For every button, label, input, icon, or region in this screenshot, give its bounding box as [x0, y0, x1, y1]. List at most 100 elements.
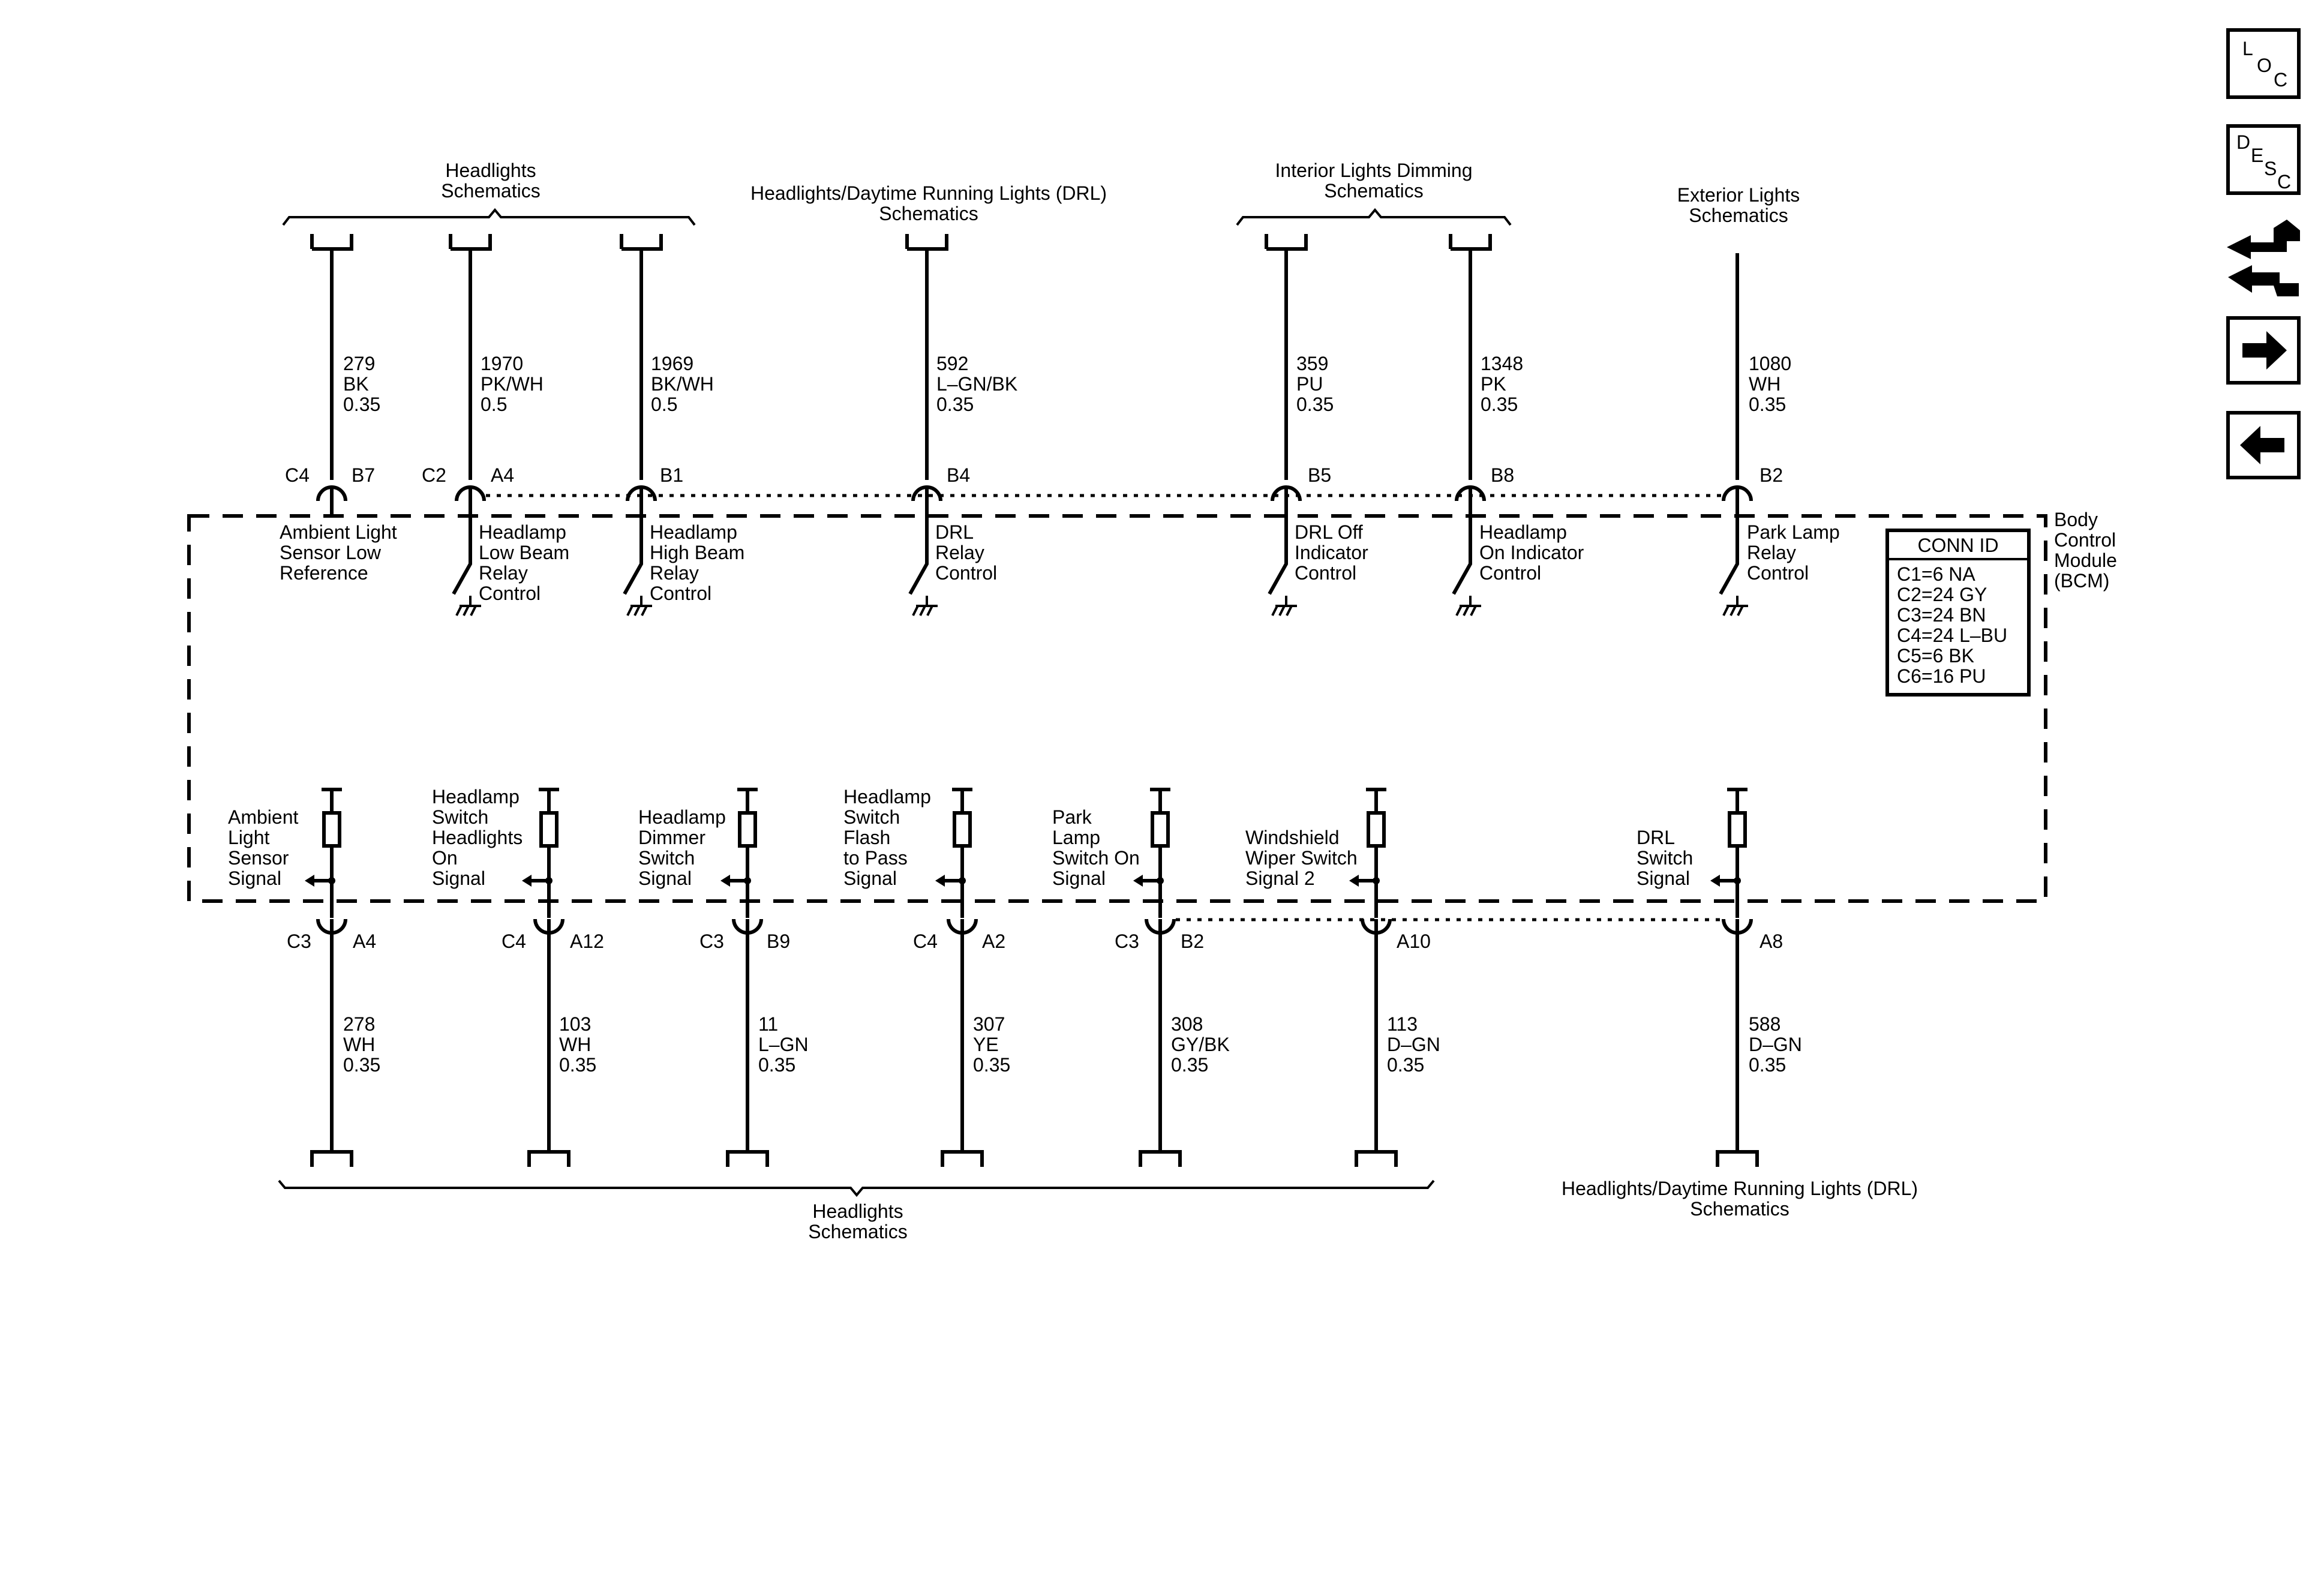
circuit-label: Relay: [650, 562, 699, 584]
pullup-resistor-icon: [1366, 788, 1386, 881]
circuit-label: Low Beam: [479, 542, 569, 563]
circuit-label: Park: [1052, 806, 1092, 828]
harness-connector-symbol: [310, 1150, 353, 1167]
top-circuit-359[interactable]: 359 PU 0.35 B5 DRL Off Indicator Control: [1265, 234, 1368, 616]
circuit-label: Relay: [479, 562, 528, 584]
pin-id: A12: [570, 930, 604, 952]
wire-color: WH: [1749, 373, 1780, 395]
top-ref-exterior-line2: Schematics: [1689, 205, 1788, 226]
loc-letter: O: [2257, 55, 2272, 76]
ground-icon: [912, 596, 938, 616]
wire-color: GY/BK: [1171, 1034, 1230, 1055]
connector-id: C4: [502, 930, 526, 952]
circuit-label: Switch: [843, 806, 900, 828]
top-circuit-1970[interactable]: 1970 PK/WH 0.5 C2 A4 Headlamp Low Beam R…: [422, 234, 569, 616]
wire-gauge: 0.35: [1749, 1054, 1786, 1076]
top-circuit-1080[interactable]: 1080 WH 0.35 B2 Park Lamp Relay Control: [1719, 253, 1840, 616]
top-reference-drl[interactable]: Headlights/Daytime Running Lights (DRL) …: [750, 182, 1107, 224]
harness-connector-symbol: [1716, 1150, 1759, 1167]
circuit-number: 307: [973, 1013, 1005, 1035]
top-reference-headlights[interactable]: Headlights Schematics: [282, 160, 696, 226]
harness-connector-symbol: [726, 1150, 769, 1167]
bottom-reference-headlights[interactable]: Headlights Schematics: [278, 1179, 1435, 1242]
bottom-circuit-113[interactable]: A10 113 D–GN 0.35 Windshield Wiper Switc…: [1245, 788, 1440, 1167]
circuit-label: Switch: [1637, 847, 1693, 869]
bottom-circuit-103[interactable]: C4 A12 103 WH 0.35 Headlamp Switch Headl…: [432, 786, 604, 1167]
bottom-circuit-278[interactable]: C3 A4 278 WH 0.35 Ambient Light Sensor S…: [228, 788, 380, 1167]
top-reference-interior[interactable]: Interior Lights Dimming Schematics: [1236, 160, 1512, 226]
circuit-label: Relay: [935, 542, 984, 563]
circuit-label: Headlamp: [650, 521, 737, 543]
top-circuit-592[interactable]: 592 L–GN/BK 0.35 B4 DRL Relay Control: [905, 234, 1017, 616]
harness-connector-symbol: [905, 234, 948, 480]
terminal-female-icon: [1361, 918, 1392, 1152]
desc-button[interactable]: D E S C: [2226, 124, 2301, 195]
circuit-number: 279: [343, 353, 375, 374]
circuit-number: 359: [1296, 353, 1328, 374]
top-ref-interior-line1: Interior Lights Dimming: [1275, 160, 1473, 181]
pin-id: A10: [1397, 930, 1431, 952]
wire-gauge: 0.35: [1296, 394, 1334, 415]
circuit-label: Control: [1479, 562, 1541, 584]
terminal-female-icon: [732, 918, 763, 1152]
circuit-number: 1970: [481, 353, 523, 374]
bottom-circuit-588[interactable]: A8 588 D–GN 0.35 DRL Switch Signal: [1637, 788, 1802, 1167]
circuit-label: Signal: [228, 867, 281, 889]
ground-icon: [1271, 596, 1297, 616]
top-circuit-1969[interactable]: 1969 BK/WH 0.5 B1 Headlamp High Beam Rel…: [620, 234, 744, 616]
conn-id-row: C5=6 BK: [1897, 645, 1974, 667]
arrow-left-icon[interactable]: [2226, 411, 2301, 479]
conn-id-row: C4=24 L–BU: [1897, 625, 2007, 646]
top-reference-exterior[interactable]: Exterior Lights Schematics: [1677, 184, 1800, 226]
terminal-female-icon: [1719, 485, 1753, 595]
bottom-circuit-308[interactable]: C3 B2 308 GY/BK 0.35 Park Lamp Switch On…: [1052, 788, 1230, 1167]
circuit-label: Light: [228, 827, 270, 848]
terminal-female-icon: [1145, 918, 1176, 1152]
pullup-resistor-icon: [539, 788, 559, 881]
arrow-right-icon[interactable]: [2226, 316, 2301, 385]
circuit-number: 308: [1171, 1013, 1203, 1035]
terminal-female-icon: [533, 918, 565, 1152]
pin-id: A2: [982, 930, 1005, 952]
top-brace-interior: [1236, 208, 1512, 226]
desc-letter: E: [2251, 145, 2263, 166]
loc-letter: C: [2274, 69, 2287, 91]
connector-harness-icon[interactable]: [2227, 220, 2300, 296]
conn-id-row: C1=6 NA: [1897, 563, 1975, 585]
connector-id: C3: [287, 930, 311, 952]
bottom-reference-drl[interactable]: Headlights/Daytime Running Lights (DRL) …: [1562, 1178, 1918, 1220]
bottom-circuit-307[interactable]: C4 A2 307 YE 0.35 Headlamp Switch Flash …: [843, 786, 1010, 1167]
circuit-label: DRL: [935, 521, 974, 543]
pin-id: A4: [353, 930, 376, 952]
harness-connector-symbol: [527, 1150, 571, 1167]
pin-id: B9: [767, 930, 790, 952]
desc-letter: S: [2264, 158, 2277, 179]
wire-gauge: 0.35: [1387, 1054, 1424, 1076]
wire-color: PU: [1296, 373, 1323, 395]
circuit-label: Signal: [432, 867, 485, 889]
pin-id: B5: [1308, 464, 1331, 486]
circuit-number: 1080: [1749, 353, 1791, 374]
desc-letter: D: [2236, 131, 2250, 153]
circuit-label: Lamp: [1052, 827, 1100, 848]
loc-button[interactable]: L O C: [2226, 28, 2301, 99]
wire-gauge: 0.5: [481, 394, 507, 415]
loc-letter: L: [2242, 38, 2253, 59]
circuit-label: Control: [1295, 562, 1356, 584]
circuit-label: Ambient Light: [280, 521, 397, 543]
circuit-number: 588: [1749, 1013, 1780, 1035]
circuit-label: Wiper Switch: [1245, 847, 1358, 869]
wire-gauge: 0.35: [1481, 394, 1518, 415]
top-circuit-279[interactable]: 279 BK 0.35 C4 B7 Ambient Light Sensor L…: [280, 234, 397, 584]
harness-connector-symbol: [1139, 1150, 1182, 1167]
circuit-label: Headlamp: [843, 786, 931, 807]
circuit-label: Ambient: [228, 806, 299, 828]
pin-id: B2: [1759, 464, 1783, 486]
circuit-label: On Indicator: [1479, 542, 1584, 563]
harness-connector-symbol: [620, 234, 663, 480]
bottom-circuit-11[interactable]: C3 B9 11 L–GN 0.35 Headlamp Dimmer Switc…: [638, 788, 809, 1167]
module-label-line: Module: [2054, 550, 2117, 571]
wire-color: D–GN: [1749, 1034, 1802, 1055]
top-circuit-1348[interactable]: 1348 PK 0.35 B8 Headlamp On Indicator Co…: [1449, 234, 1584, 616]
pin-id: B2: [1181, 930, 1204, 952]
